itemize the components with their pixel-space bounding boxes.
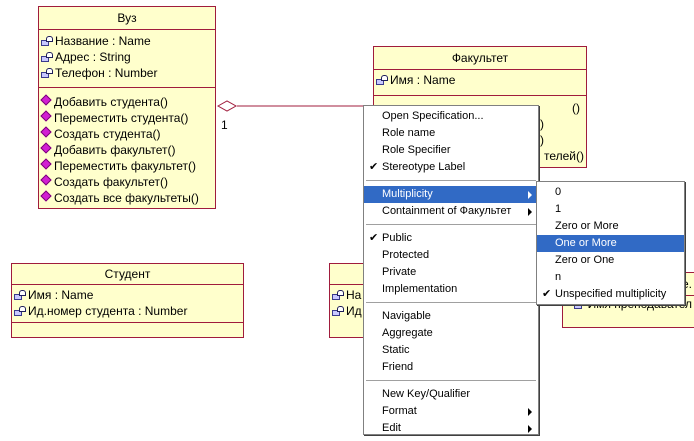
- attribute: Адрес : String: [39, 49, 215, 65]
- operation-icon: [41, 176, 51, 188]
- check-icon: ✔: [542, 288, 552, 300]
- operations-section: [12, 323, 243, 338]
- context-menu[interactable]: Open Specification... Role name Role Spe…: [363, 105, 539, 435]
- operation: ): [540, 117, 544, 131]
- attributes-section: На Ид: [330, 285, 369, 323]
- submenu-item-one-or-more[interactable]: One or More: [537, 235, 684, 252]
- menu-item-navigable[interactable]: Navigable: [382, 310, 431, 322]
- operation-icon: [41, 128, 51, 140]
- operation-icon: [41, 96, 51, 108]
- menu-item-open-specification[interactable]: Open Specification...: [382, 110, 484, 122]
- operations-section: () ) ) телей(): [374, 96, 586, 164]
- menu-item-stereotype-label[interactable]: ✔Stereotype Label: [364, 159, 538, 176]
- menu-item-implementation[interactable]: Implementation: [382, 283, 458, 295]
- operation-icon: [41, 144, 51, 156]
- attribute: Телефон : Number: [39, 65, 215, 81]
- submenu-arrow-icon: [528, 408, 532, 416]
- operation: Переместить факультет(): [39, 158, 215, 174]
- operation-icon: [41, 192, 51, 204]
- attribute: Имя : Name: [374, 72, 586, 88]
- submenu-arrow-icon: [528, 208, 532, 216]
- menu-item-format[interactable]: Format: [364, 403, 538, 420]
- check-icon: ✔: [369, 161, 379, 173]
- menu-item-role-name[interactable]: Role name: [382, 127, 436, 139]
- operation: Переместить студента(): [39, 110, 215, 126]
- operation: Добавить факультет(): [39, 142, 215, 158]
- aggregation-diamond: [216, 100, 238, 112]
- menu-item-containment[interactable]: Containment of Факультет: [364, 203, 538, 220]
- menu-item-protected[interactable]: Protected: [382, 249, 430, 261]
- class-hidden-middle[interactable]: На Ид: [329, 263, 369, 338]
- submenu-item-1[interactable]: 1: [555, 203, 562, 215]
- class-student[interactable]: Студент Имя : Name Ид.номер студента : N…: [11, 263, 244, 338]
- menu-item-static[interactable]: Static: [382, 344, 410, 356]
- submenu-item-zero-or-more[interactable]: Zero or More: [555, 220, 619, 232]
- attribute: На: [330, 287, 369, 303]
- attribute-icon: [41, 35, 53, 47]
- class-title: Студент: [12, 264, 243, 285]
- operation: телей(): [543, 149, 584, 163]
- operation-icon: [41, 160, 51, 172]
- menu-item-multiplicity[interactable]: Multiplicity: [364, 186, 538, 203]
- attribute-icon: [376, 74, 388, 86]
- class-title: Факультет: [374, 47, 586, 70]
- attribute: Ид.номер студента : Number: [12, 303, 243, 319]
- check-icon: ✔: [369, 232, 379, 244]
- menu-item-role-specifier[interactable]: Role Specifier: [382, 144, 451, 156]
- submenu-item-zero-or-one[interactable]: Zero or One: [555, 254, 615, 266]
- attribute: Ид: [330, 303, 369, 319]
- menu-item-edit[interactable]: Edit: [364, 420, 538, 437]
- multiplicity-submenu[interactable]: 0 1 Zero or More One or More Zero or One…: [536, 181, 685, 305]
- attribute-icon: [41, 67, 53, 79]
- attribute-icon: [332, 289, 344, 301]
- submenu-item-unspecified[interactable]: ✔Unspecified multiplicity: [537, 286, 684, 303]
- submenu-arrow-icon: [528, 425, 532, 433]
- attributes-section: Название : Name Адрес : String Телефон :…: [39, 30, 215, 88]
- attribute-icon: [14, 305, 26, 317]
- menu-separator: [366, 224, 536, 226]
- operation: ): [540, 133, 544, 147]
- menu-separator: [366, 180, 536, 182]
- attributes-section: Имя : Name: [374, 70, 586, 96]
- class-title: Вуз: [39, 7, 215, 30]
- menu-item-private[interactable]: Private: [382, 266, 417, 278]
- operation: Создать студента(): [39, 126, 215, 142]
- menu-item-aggregate[interactable]: Aggregate: [382, 327, 433, 339]
- operation: Создать факультет(): [39, 174, 215, 190]
- menu-separator: [366, 302, 536, 304]
- submenu-item-0[interactable]: 0: [555, 186, 562, 198]
- attribute-icon: [332, 305, 344, 317]
- menu-item-new-key-qualifier[interactable]: New Key/Qualifier: [382, 388, 471, 400]
- attribute-icon: [14, 289, 26, 301]
- operation: Создать все факультеты(): [39, 190, 215, 206]
- operation-icon: [41, 112, 51, 124]
- attributes-section: Имя : Name Ид.номер студента : Number: [12, 285, 243, 323]
- attribute: Название : Name: [39, 33, 215, 49]
- multiplicity-label: 1: [221, 118, 228, 132]
- attribute-icon: [41, 51, 53, 63]
- attribute: Имя : Name: [12, 287, 243, 303]
- menu-separator: [366, 380, 536, 382]
- menu-item-public[interactable]: ✔Public: [364, 230, 538, 247]
- operation: Добавить студента(): [39, 94, 215, 110]
- operations-section: Добавить студента() Переместить студента…: [39, 88, 215, 206]
- submenu-arrow-icon: [528, 191, 532, 199]
- menu-item-friend[interactable]: Friend: [382, 361, 414, 373]
- class-title: [330, 264, 369, 285]
- submenu-item-n[interactable]: n: [555, 271, 562, 283]
- class-vuz[interactable]: Вуз Название : Name Адрес : String Телеф…: [38, 6, 216, 209]
- operation: (): [572, 101, 580, 115]
